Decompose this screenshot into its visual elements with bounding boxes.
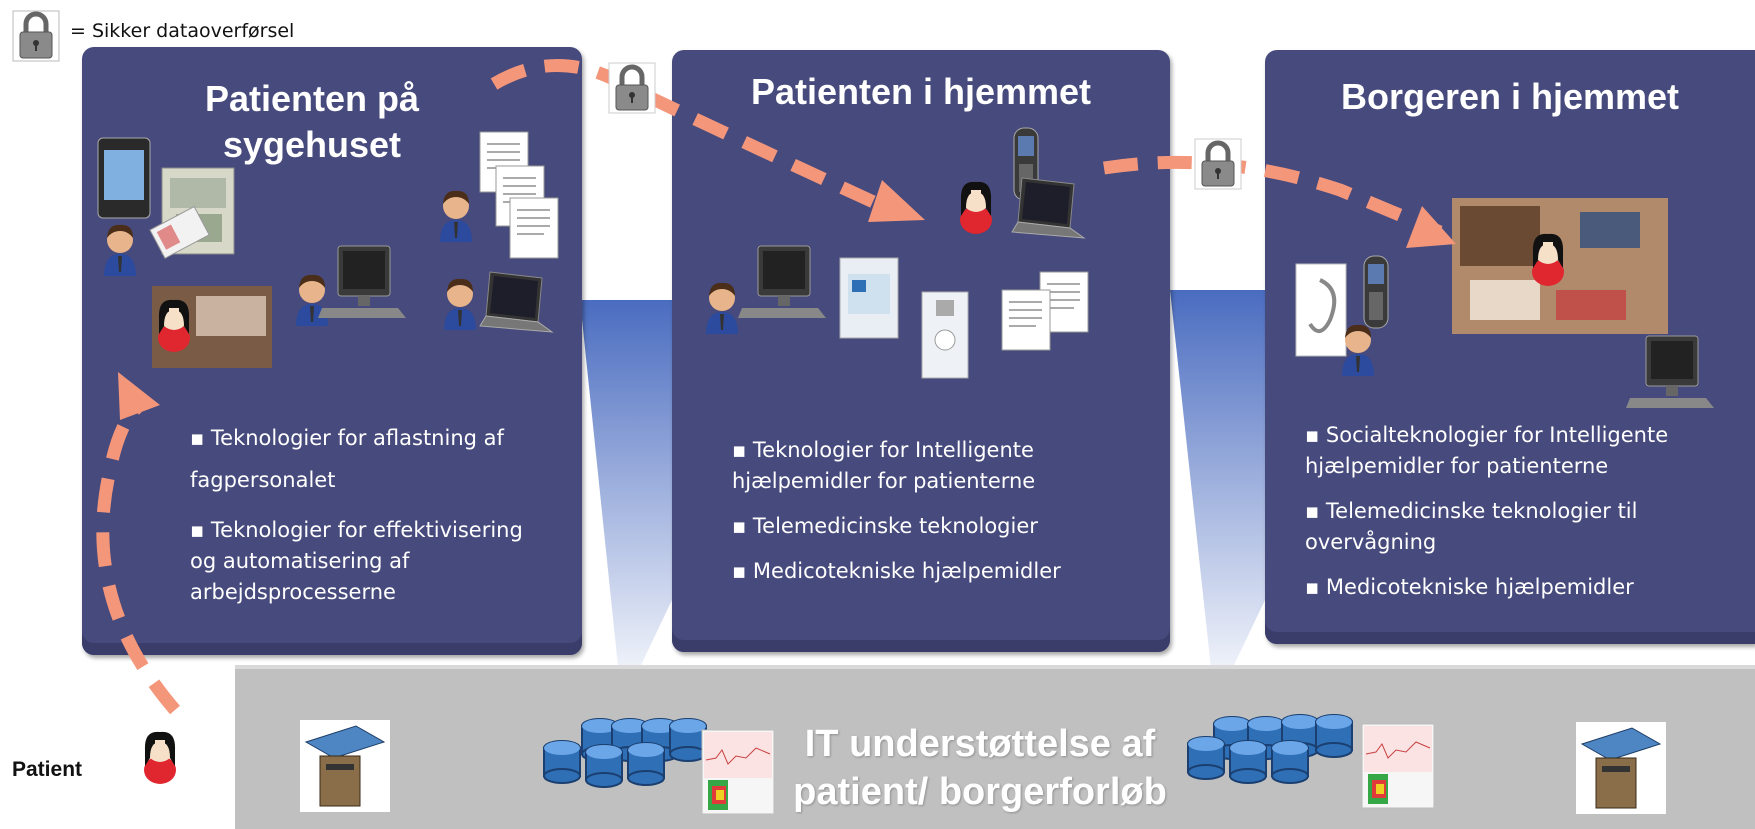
server-icon [299,719,391,813]
hearing-device-icon [1295,263,1347,357]
lock-icon [609,63,655,113]
it-title-line2: patient/ borgerforløb [793,771,1167,813]
mobile-phone-icon [1363,255,1389,329]
database-cluster-icon [1187,714,1353,784]
bullet-item: ▪ Teknologier for Intelligente hjælpemid… [732,438,1036,493]
lock-icon [12,10,60,62]
it-support-title: IT understøttelse af patient/ borgerforl… [770,720,1190,816]
panel-bullets: ▪ Socialteknologier for Intelligente hjæ… [1305,420,1725,617]
bullet-item: ▪ Teknologier for aflastning af fagperso… [190,426,504,492]
support-person-icon [296,274,328,326]
telemedicine-device-icon [839,257,899,339]
arrow-hospital-to-home [490,58,883,211]
doctor-icon [444,278,476,330]
pda-icon [97,137,151,219]
bullet-item: ▪ Medicotekniske hjælpemidler [1305,575,1634,599]
legend [12,10,412,62]
desktop-computer-icon [1625,335,1715,409]
panel-title: Borgeren i hjemmet [1340,76,1680,117]
bullet-item: ▪ Telemedicinske teknologier til overvåg… [1305,499,1638,554]
panel-title-line2: sygehuset [222,124,402,165]
medication-dispenser-icon [921,291,969,379]
living-room-photo-icon [1452,198,1668,334]
desktop-computer-icon [317,245,407,319]
beam-left [580,300,672,705]
panel-bullets: ▪ Teknologier for Intelligente hjælpemid… [732,435,1132,601]
document-icon [1001,289,1051,351]
staff-person-icon [440,190,472,242]
database-cluster-icon [543,718,707,788]
laptop-icon [1011,177,1085,239]
panel-title: Patienten i hjemmet [750,71,1092,112]
panel-title-line1: Patienten på [204,78,420,119]
desktop-computer-icon [737,245,827,319]
citizen-icon [1342,324,1374,376]
bullet-item: ▪ Socialteknologier for Intelligente hjæ… [1305,423,1669,478]
patient-label: Patient [12,758,83,781]
patient-chart-icon [1361,723,1435,809]
server-icon [1575,721,1667,815]
arrowhead-up [118,372,160,420]
arrowhead-right [868,180,925,222]
legend-text: = Sikker dataoverførsel [70,20,295,42]
clinician-icon [706,282,738,334]
arrowhead-right [1406,206,1456,248]
nurse-icon [104,224,136,276]
arrow-to-hospital [96,399,180,715]
bullet-item: ▪ Teknologier for effektivisering og aut… [190,518,523,604]
patient-office-icon [152,286,272,368]
it-support-bar [235,665,1755,829]
it-title-line1: IT understøttelse af [804,723,1156,765]
bullet-item: ▪ Medicotekniske hjælpemidler [732,559,1061,583]
laptop-icon [479,271,553,333]
panel-bullets: ▪ Teknologier for aflastning af fagperso… [190,417,550,622]
patient-chart-icon [701,729,775,815]
lock-icon [1195,139,1241,189]
arrow-home-to-citizen [1103,155,1443,238]
bullet-item: ▪ Telemedicinske teknologier [732,514,1038,538]
id-card-icon [149,205,210,259]
document-icon [509,197,559,259]
beam-right [1170,290,1265,705]
flow-arrows [96,58,1443,715]
patient-icon [144,731,176,784]
patient-icon [960,181,992,234]
